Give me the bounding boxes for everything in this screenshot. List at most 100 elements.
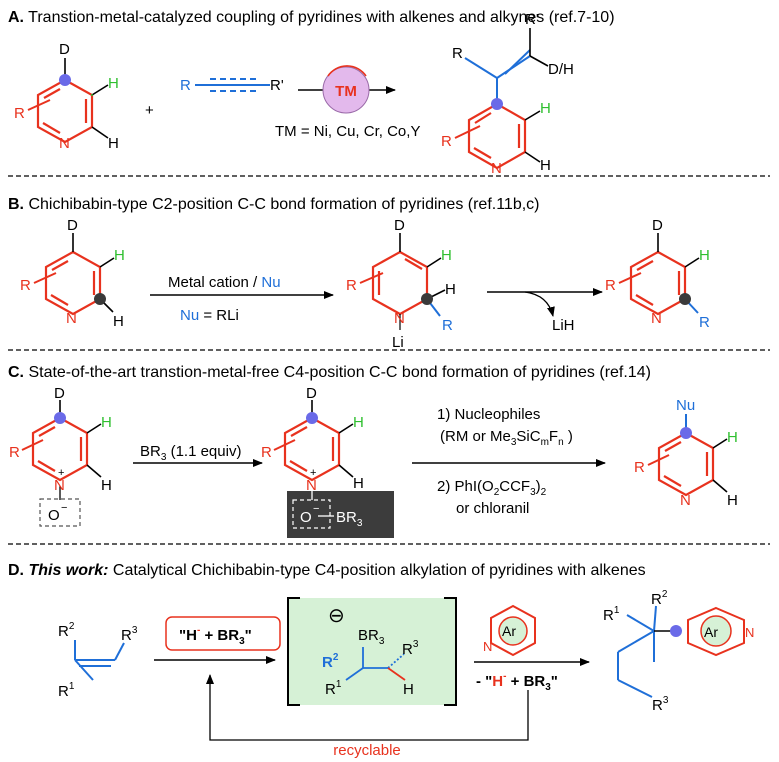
b2-n: N (394, 310, 405, 327)
svg-text:2) PhI(O2CCF3)2: 2) PhI(O2CCF3)2 (437, 478, 547, 498)
ar-label: Ar (502, 623, 516, 639)
label-d: D (59, 41, 70, 58)
c1-r: R (9, 444, 20, 461)
alkyne-r: R (180, 77, 191, 94)
c1-o: O (48, 507, 60, 524)
prod-a-r-prime: R' (525, 11, 539, 28)
c4-dot (59, 74, 71, 86)
svg-text:A. Transtion-metal-catalyzed c: A. Transtion-metal-catalyzed coupling of… (8, 9, 615, 26)
b2-h: H (445, 281, 456, 298)
plus-sign: + (145, 102, 154, 119)
pc-n: N (680, 492, 691, 509)
c1-h: H (101, 477, 112, 494)
dihydropyridine-b2: D H H R N Li R (346, 217, 456, 351)
b2-h-green: H (441, 247, 452, 264)
c-step2-e: ) (536, 478, 541, 495)
pc-h-green: H (727, 429, 738, 446)
pyridine-b1: D H H N R (20, 217, 125, 330)
b1-h-green: H (114, 247, 125, 264)
c2-br-sub: 3 (357, 518, 363, 529)
tm-list: TM = Ni, Cu, Cr, Co,Y (275, 123, 420, 140)
c2-r: R (261, 444, 272, 461)
c1-plus: + (58, 467, 64, 479)
product-b: D H R N R (605, 217, 710, 331)
pb-n: N (651, 310, 662, 327)
svg-text:R2: R2 (58, 621, 75, 640)
section-a-letter: A. (8, 9, 24, 26)
svg-text:D. This work: Catalytical Chic: D. This work: Catalytical Chichibabin-ty… (8, 562, 646, 579)
c2-o: O (300, 509, 312, 526)
b2-r-blue: R (442, 317, 453, 334)
c-step2-c: CCF (499, 478, 530, 495)
svg-text:"H- + BR3": "H- + BR3" (179, 625, 252, 647)
c-step1b-c: SiC (516, 428, 540, 445)
ominus: ⊖ (328, 605, 345, 627)
section-a-title: Transtion-metal-catalyzed coupling of py… (24, 9, 615, 26)
b1-d: D (67, 217, 78, 234)
c2-h-green: H (353, 414, 364, 431)
svg-text:R1: R1 (603, 605, 620, 624)
svg-text:BR3 (1.1 equiv): BR3 (1.1 equiv) (140, 443, 241, 463)
svg-text:Metal cation / Nu: Metal cation / Nu (168, 274, 281, 291)
box-minus: - (197, 625, 200, 636)
recyclable-label: recyclable (333, 742, 401, 759)
product-d: Ar N R1 R2 R3 (603, 589, 754, 714)
product-a: R R' D/H H H N R (441, 11, 574, 177)
svg-text:R3: R3 (652, 695, 669, 714)
tm-label: TM (335, 83, 357, 100)
recycle-arrow (206, 674, 529, 741)
c-reagent-tail: (1.1 equiv) (166, 443, 241, 460)
prod-a-r: R (452, 45, 463, 62)
section-d-title: Catalytical Chichibabin-type C4-position… (108, 562, 645, 579)
pc-r: R (634, 459, 645, 476)
product-c: Nu H H N R (634, 397, 738, 509)
section-a: A. Transtion-metal-catalyzed coupling of… (8, 9, 615, 177)
svg-text:Nu = RLi: Nu = RLi (180, 307, 239, 324)
svg-text:- "H- + BR3": - "H- + BR3" (476, 671, 558, 693)
m-minus: - (503, 671, 506, 682)
b-reagent: Metal cation / (168, 274, 261, 291)
alkene-d: R2 R3 R1 (58, 621, 138, 700)
intermediate-bg (288, 598, 456, 705)
alkyne-r-prime: R' (270, 77, 284, 94)
svg-text:R1: R1 (58, 681, 75, 700)
svg-text:R3: R3 (121, 625, 138, 644)
pb-r: R (605, 277, 616, 294)
pc-nu: Nu (676, 397, 695, 414)
pyridine-ar-reagent: Ar N (483, 604, 536, 657)
prod-a-h: H (540, 157, 551, 174)
box-br: + BR (200, 627, 239, 644)
c-step2-d: 3 (530, 487, 536, 498)
box-sub: 3 (239, 636, 245, 647)
pd-n: N (745, 625, 754, 640)
c1-h-green: H (101, 414, 112, 431)
prod-a-r-ring: R (441, 133, 452, 150)
c-step1: 1) Nucleophiles (437, 406, 540, 423)
m-sub: 3 (545, 682, 551, 693)
c2-n: N (306, 477, 317, 494)
c-step2-f: 2 (541, 487, 547, 498)
label-h-green: H (108, 75, 119, 92)
prod-a-h-green: H (540, 100, 551, 117)
pb-r-blue: R (699, 314, 710, 331)
c1-n: N (54, 477, 65, 494)
c2-plus: + (310, 467, 316, 479)
c1-d: D (54, 385, 65, 402)
b1-r: R (20, 277, 31, 294)
svg-text:BR3: BR3 (336, 509, 363, 529)
c-step1b-f: n (558, 437, 564, 448)
hydride-box (165, 616, 281, 651)
pd-ar: Ar (704, 624, 718, 640)
svg-text:R2: R2 (651, 589, 668, 608)
svg-text:(RM or Me3SiCmFn ): (RM or Me3SiCmFn ) (440, 428, 573, 448)
c2-minus: − (313, 503, 319, 515)
c-reagent: BR (140, 443, 161, 460)
section-c: C. State-of-the-art transtion-metal-free… (8, 364, 738, 538)
prod-a-dh: D/H (548, 61, 574, 78)
section-c-letter: C. (8, 364, 24, 381)
dark-box (287, 491, 394, 538)
pc-h: H (727, 492, 738, 509)
section-b: B. Chichibabin-type C2-position C-C bond… (8, 196, 710, 351)
label-n: N (59, 135, 70, 152)
